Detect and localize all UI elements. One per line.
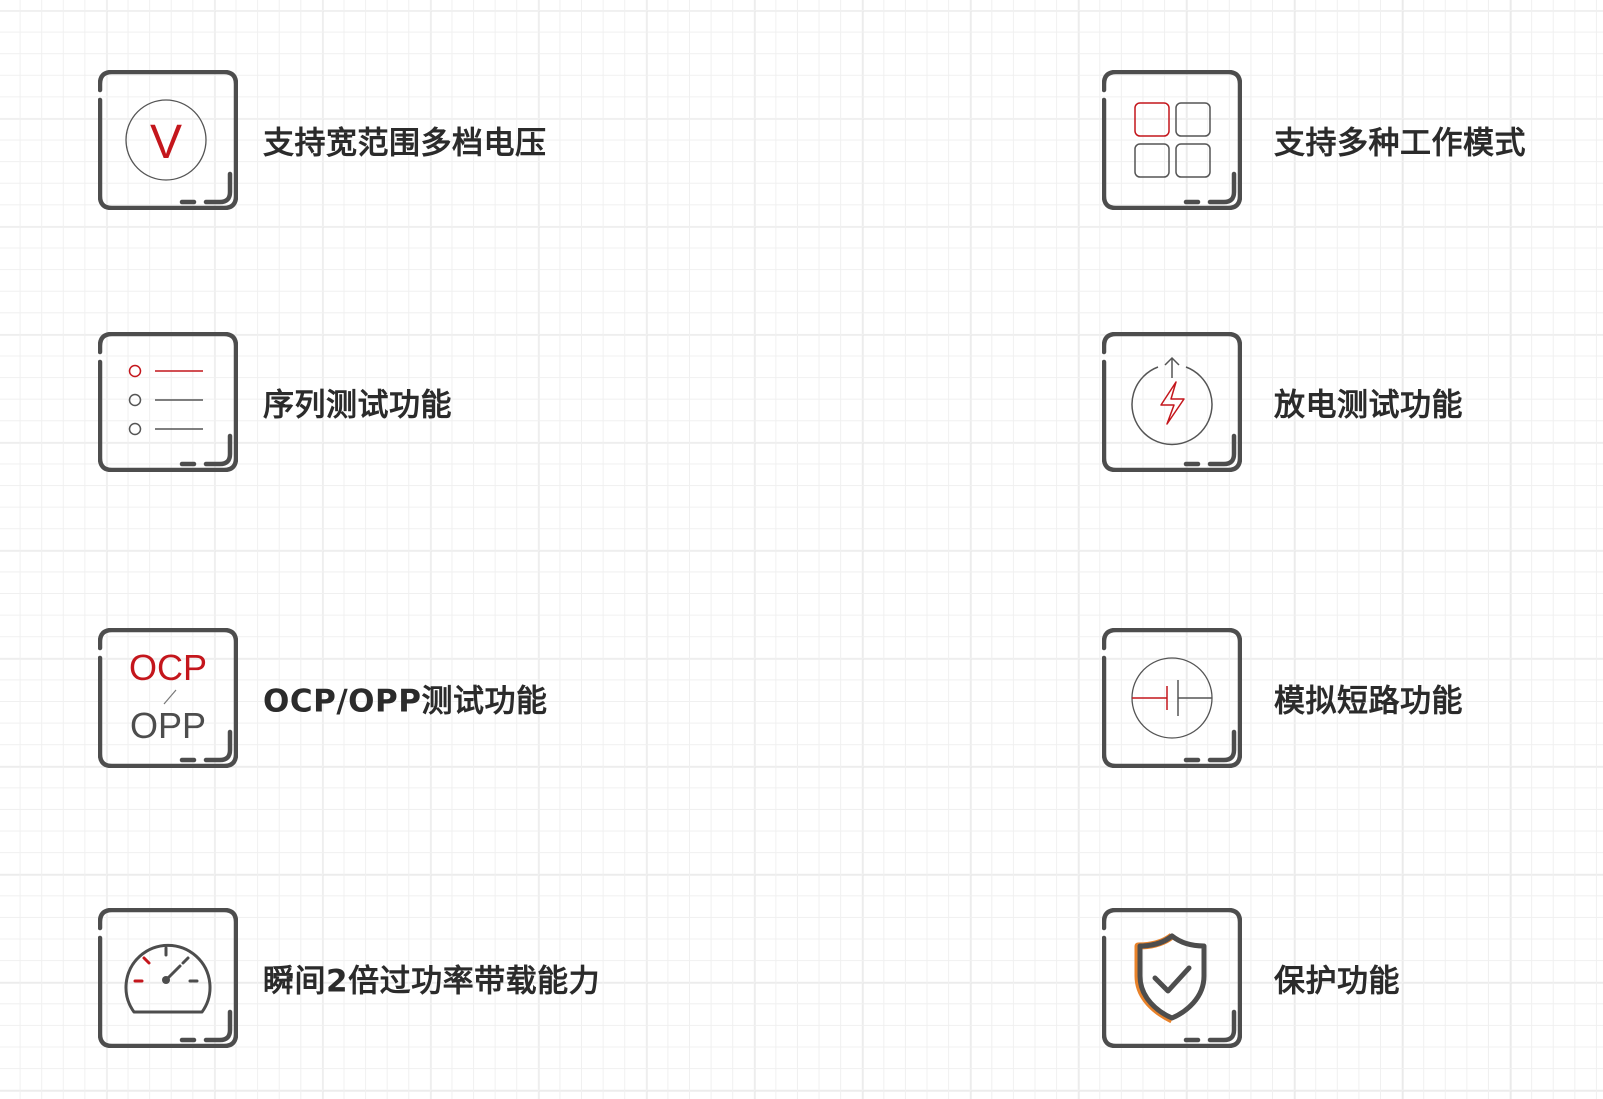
sequence-list-icon [98,332,238,472]
feature-label: 瞬间2倍过功率带载能力 [263,963,601,1000]
modes-grid-icon [1102,70,1242,210]
discharge-lightning-icon [1102,332,1242,472]
feature-label: 保护功能 [1274,963,1400,1000]
feature-label: 放电测试功能 [1274,387,1463,424]
shield-check-icon [1102,908,1242,1048]
feature-label: 支持多种工作模式 [1274,125,1526,162]
ocp-opp-icon: OCP OPP [98,628,238,768]
opp-text: OPP [130,705,206,746]
voltage-v-glyph: V [150,116,182,169]
feature-label: OCP/OPP测试功能 [263,683,548,720]
feature-label: 序列测试功能 [263,387,452,424]
feature-label: 支持宽范围多档电压 [263,125,547,162]
ocp-text: OCP [129,647,207,688]
short-circuit-icon [1102,628,1242,768]
feature-label: 模拟短路功能 [1274,683,1463,720]
gauge-icon [98,908,238,1048]
voltage-icon: V [98,70,238,210]
